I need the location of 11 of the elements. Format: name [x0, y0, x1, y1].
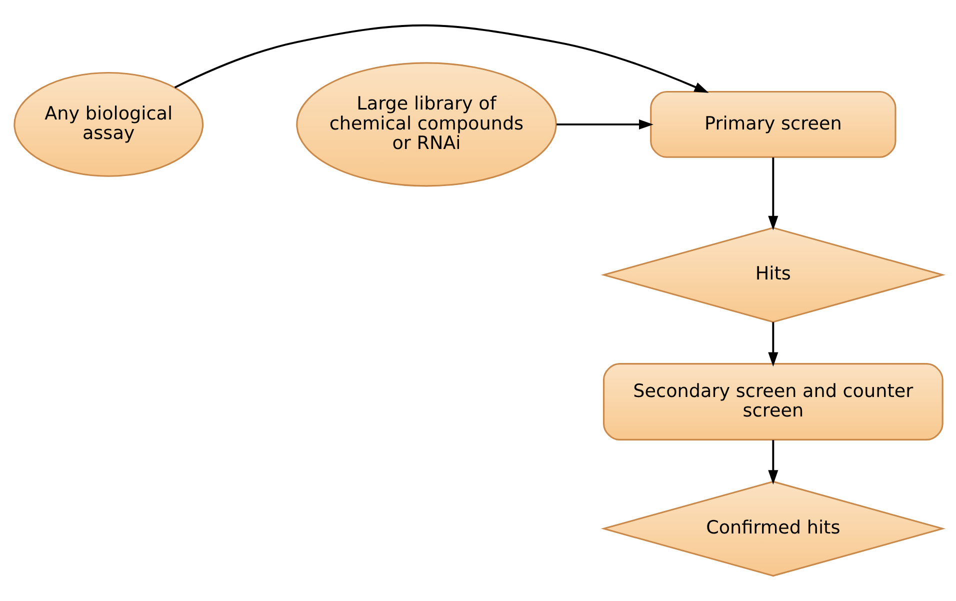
arrow	[556, 119, 653, 130]
node-ellipse: Large library of chemical compounds or RNAi	[296, 62, 556, 187]
node-ellipse: Any biological assay	[13, 72, 204, 177]
node-diamond: Hits	[600, 226, 945, 323]
node-diamond: Confirmed hits	[600, 480, 945, 577]
node-box: Primary screen	[650, 90, 896, 158]
arrow	[768, 440, 778, 484]
arrow	[768, 322, 778, 367]
arrow	[768, 157, 778, 230]
node-box: Secondary screen and counter screen	[602, 363, 943, 440]
arrow	[174, 24, 708, 93]
